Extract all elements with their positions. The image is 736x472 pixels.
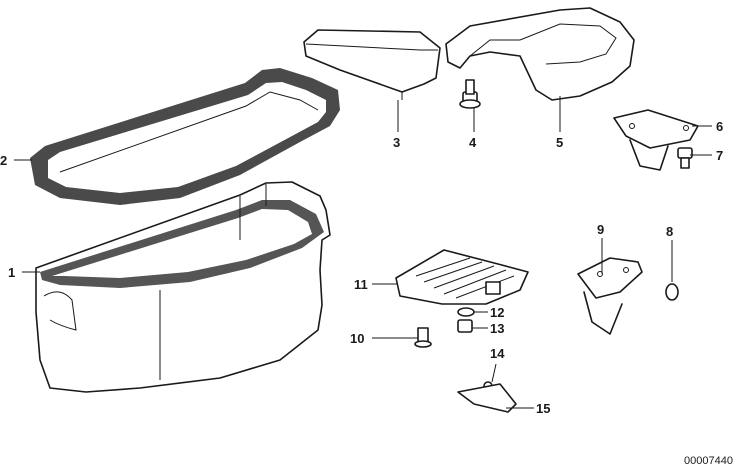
callout-numbers: 1 2 3 4 5 6 7 8 9 10 11 12 13 14 15 — [0, 119, 723, 416]
gasket-frame-part-2 — [30, 68, 340, 205]
callout-8: 8 — [666, 224, 673, 239]
callout-6: 6 — [716, 119, 723, 134]
grate-part-11 — [395, 249, 529, 305]
bracket-part-6 — [613, 109, 699, 171]
cover-plate-part-3 — [303, 29, 441, 100]
cushion-part-5 — [445, 7, 635, 101]
callout-15: 15 — [536, 401, 550, 416]
callout-14: 14 — [490, 346, 505, 361]
bracket-part-9 — [577, 257, 643, 335]
callout-3: 3 — [393, 135, 400, 150]
screw-part-7 — [677, 147, 693, 169]
reference-code: 00007440 — [684, 455, 733, 467]
callout-11: 11 — [354, 277, 368, 292]
nut-part-13 — [457, 319, 473, 333]
callout-1: 1 — [8, 265, 15, 280]
storage-tray-part-1 — [35, 181, 331, 393]
callout-10: 10 — [350, 331, 364, 346]
clip-part-12 — [457, 307, 475, 317]
bolt-part-4 — [459, 79, 481, 109]
callout-2: 2 — [0, 153, 7, 168]
leader-lines — [14, 96, 712, 409]
screw-part-10 — [414, 327, 432, 348]
callout-12: 12 — [490, 305, 504, 320]
ring-part-8 — [665, 240, 679, 301]
callout-9: 9 — [597, 222, 604, 237]
callout-13: 13 — [490, 321, 504, 336]
callout-7: 7 — [716, 148, 723, 163]
callout-5: 5 — [556, 135, 563, 150]
callout-4: 4 — [469, 135, 477, 150]
